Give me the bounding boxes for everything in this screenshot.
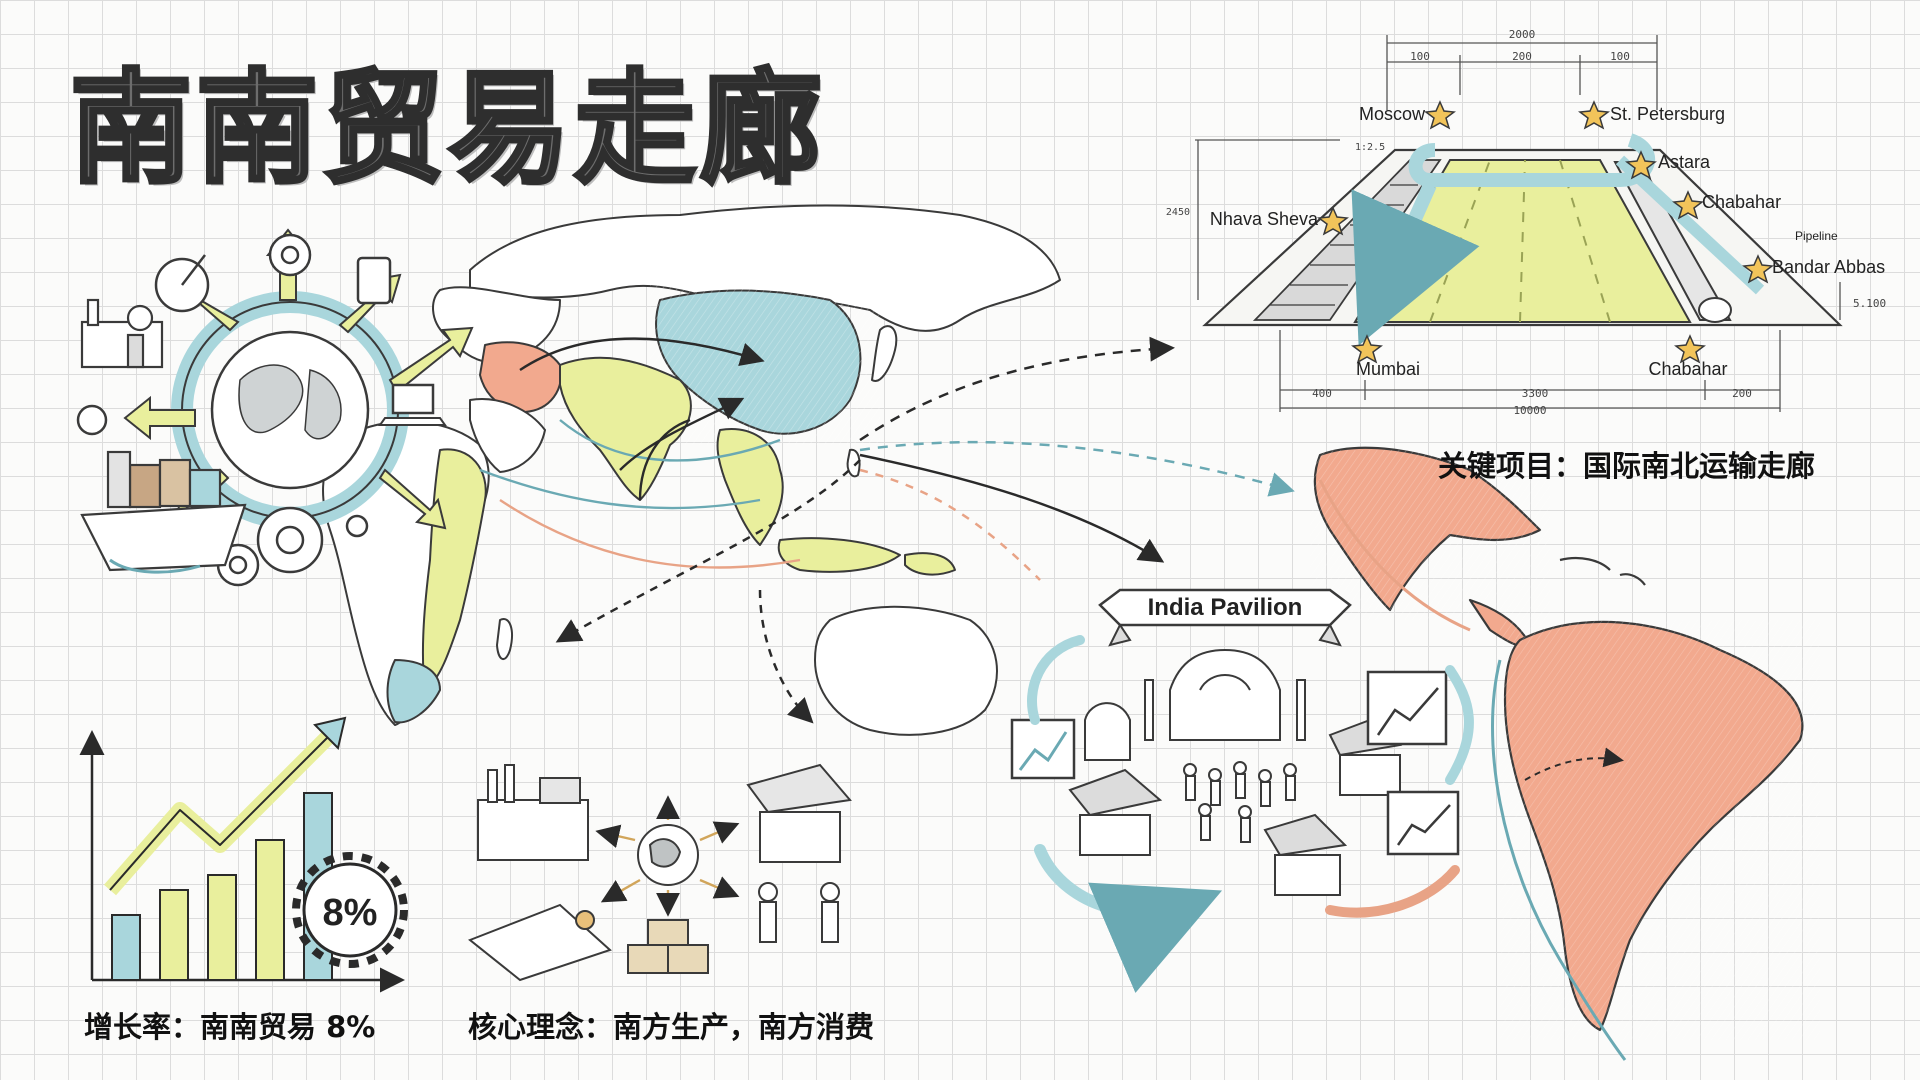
americas-map xyxy=(1310,446,1820,1061)
star-icon xyxy=(1317,206,1349,236)
market-stall-icon xyxy=(1263,813,1348,857)
dim-top-total: 2000 xyxy=(1509,28,1536,41)
city-label-chabahar-top: Chabahar xyxy=(1702,192,1781,212)
star-icon xyxy=(1625,150,1657,180)
concept-cycle-illustration xyxy=(468,763,852,982)
chart-screen-icon xyxy=(1366,670,1448,746)
dim-bottom-mid: 3300 xyxy=(1522,387,1549,400)
growth-trend-arrow xyxy=(103,729,336,896)
concept-caption: 核心理念：南方生产，南方消费 xyxy=(468,1010,875,1044)
page-title: 南南贸易走廊 xyxy=(68,56,826,202)
gear-icon xyxy=(302,862,398,958)
papua-region xyxy=(904,552,956,576)
city-pins xyxy=(1317,100,1774,364)
produce-crates-icon xyxy=(627,919,709,974)
dim-bottom-total: 10000 xyxy=(1513,404,1546,417)
madagascar-region xyxy=(496,618,513,660)
dim-bottom-right: 200 xyxy=(1732,387,1752,400)
growth-bar xyxy=(207,874,237,981)
indonesia-region xyxy=(777,537,901,573)
arrow-left xyxy=(123,395,196,441)
city-label-nhava-sheva: Nhava Sheva xyxy=(1210,209,1319,229)
arrow-right-up xyxy=(388,326,474,394)
growth-caption: 增长率：南南贸易 8% xyxy=(84,1010,376,1044)
corridor-diagram: Moscow St. Petersburg Astara Chabahar Nh… xyxy=(1166,28,1886,417)
dim-top-right: 100 xyxy=(1610,50,1630,63)
south-africa-region xyxy=(386,659,441,724)
pipeline-label: Pipeline xyxy=(1795,229,1838,243)
crowd-icon xyxy=(1183,761,1297,843)
market-stall-icon xyxy=(746,763,852,863)
city-label-bandar-abbas: Bandar Abbas xyxy=(1772,257,1885,277)
factory-icon xyxy=(80,298,164,369)
star-icon xyxy=(1672,190,1704,220)
star-icon xyxy=(1742,254,1774,284)
farm-icon xyxy=(468,903,612,982)
philippines-region xyxy=(846,448,861,478)
laptop-icon xyxy=(391,383,435,415)
gear-icon xyxy=(345,514,369,538)
city-label-st-petersburg: St. Petersburg xyxy=(1610,104,1725,124)
japan-region xyxy=(871,325,898,382)
iran-region xyxy=(479,341,562,413)
growth-chart-illustration: 8% xyxy=(79,716,408,993)
arrow-right-down xyxy=(378,468,447,530)
city-label-mumbai: Mumbai xyxy=(1356,359,1420,379)
cargo-ship-icon xyxy=(80,450,247,574)
star-icon xyxy=(1424,100,1456,130)
se-asia-region xyxy=(716,428,784,546)
star-icon xyxy=(1578,100,1610,130)
dim-bottom-left: 400 xyxy=(1312,387,1332,400)
dim-slope: 1:2.5 xyxy=(1355,142,1385,153)
growth-bar xyxy=(111,914,141,981)
market-stall-icon xyxy=(1068,768,1163,817)
growth-bar xyxy=(159,889,189,981)
dim-top-mid: 200 xyxy=(1512,50,1532,63)
pavilion-banner-text: India Pavilion xyxy=(1148,594,1303,621)
growth-bar xyxy=(255,839,285,981)
city-label-moscow: Moscow xyxy=(1359,104,1426,124)
trade-routes xyxy=(479,337,801,569)
people-icon xyxy=(758,882,840,943)
arabia-region xyxy=(469,398,546,473)
australia-region xyxy=(814,605,998,736)
tablet-icon xyxy=(356,256,392,305)
star-icon xyxy=(1674,334,1706,364)
growth-badge: 8% xyxy=(323,892,378,934)
dim-height-left: 2450 xyxy=(1166,207,1190,218)
corridor-caption: 关键项目：国际南北运输走廊 xyxy=(1438,449,1816,483)
dim-top-left: 100 xyxy=(1410,50,1430,63)
temple-icon xyxy=(1084,702,1131,761)
hub-arrows xyxy=(555,336,1295,724)
global-hub-illustration xyxy=(76,228,474,587)
gear-icon xyxy=(76,404,108,436)
city-label-astara: Astara xyxy=(1658,152,1711,172)
world-map xyxy=(322,204,1061,757)
americas-link-arrow xyxy=(1524,747,1624,781)
city-label-chabahar-bottom: Chabahar xyxy=(1648,359,1727,379)
caribbean-islands xyxy=(1559,556,1646,586)
star-icon xyxy=(1351,334,1383,364)
india-pavilion-illustration: India Pavilion xyxy=(1010,588,1474,993)
dim-height-right: 5.100 xyxy=(1853,297,1886,310)
taj-mahal-icon xyxy=(1169,648,1281,741)
factory-icon xyxy=(477,764,589,861)
